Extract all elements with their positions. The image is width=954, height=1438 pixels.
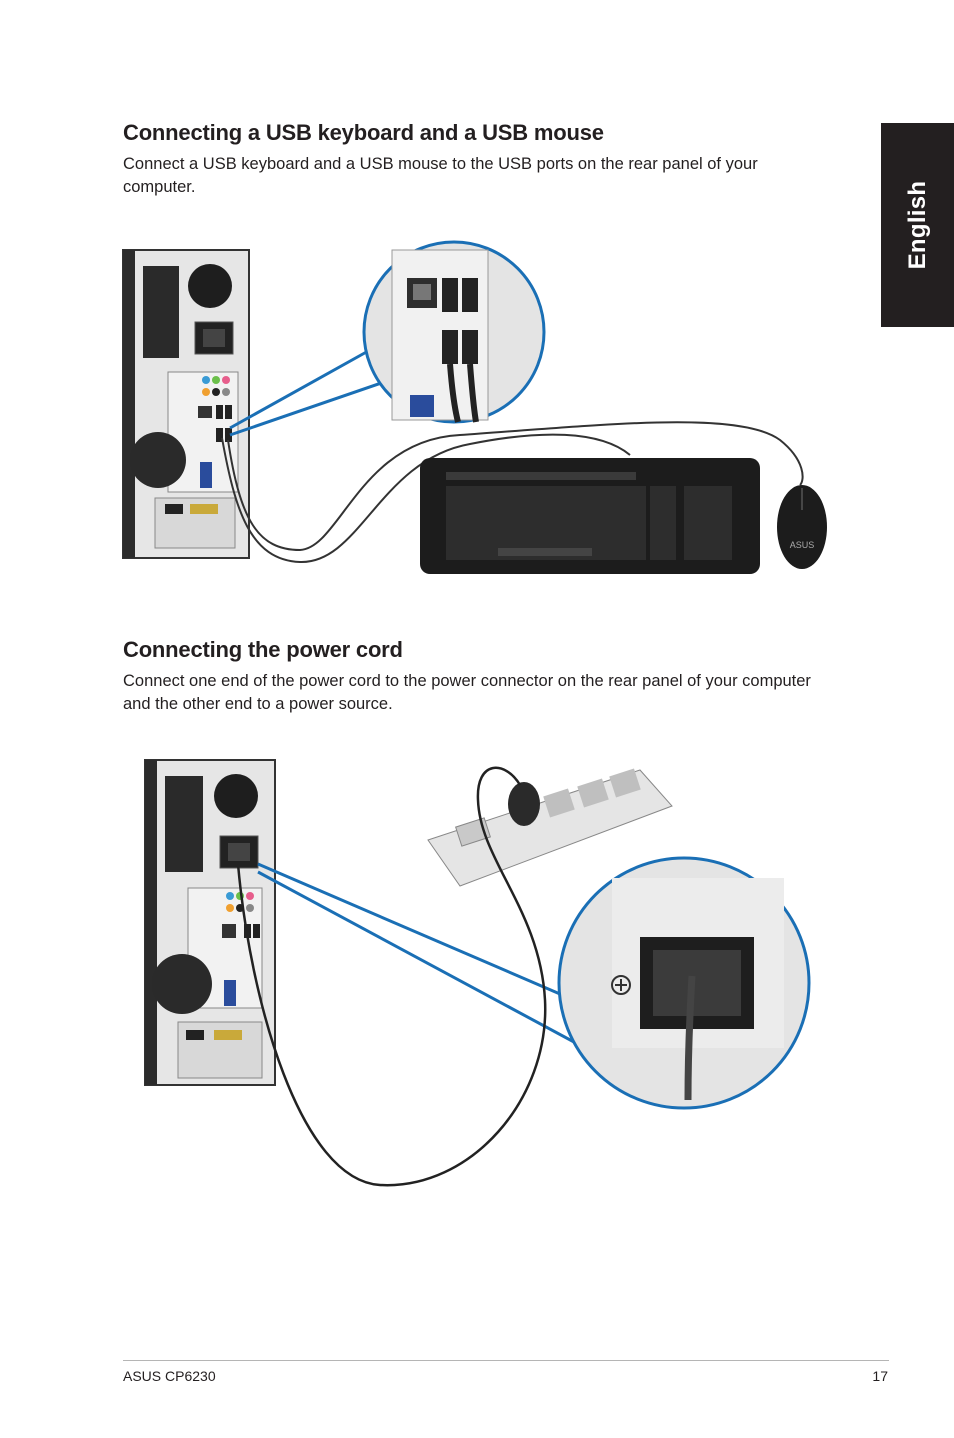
callout-line <box>229 348 371 430</box>
usb-keyboard <box>420 458 760 574</box>
section-body-usb: Connect a USB keyboard and a USB mouse t… <box>123 155 758 196</box>
callout-line <box>257 870 601 1058</box>
callout-line <box>257 862 561 996</box>
keyboard-cable <box>221 433 631 564</box>
section-body-power: Connect one end of the power cord to the… <box>123 672 811 713</box>
usb-mouse: ASUS <box>777 485 827 569</box>
section-title-usb: Connecting a USB keyboard and a USB mous… <box>123 120 604 145</box>
mouse-cable <box>227 421 804 552</box>
power-cord <box>236 766 547 1187</box>
usb-ports-zoom <box>362 240 546 424</box>
footer-divider <box>123 1360 889 1361</box>
usb-connection-figure: ASUS <box>122 240 827 574</box>
computer-rear-panel <box>144 759 276 1086</box>
power-strip <box>427 768 673 887</box>
computer-rear-panel <box>122 249 250 559</box>
mouse-brand-label: ASUS <box>790 540 815 550</box>
callout-line <box>229 378 391 437</box>
power-connection-figure <box>144 759 811 1187</box>
language-tab: English <box>881 123 954 327</box>
footer-product-name: ASUS CP6230 <box>123 1368 216 1384</box>
section-title-power: Connecting the power cord <box>123 637 403 662</box>
power-connector-zoom <box>557 856 811 1110</box>
footer-page-number: 17 <box>872 1368 888 1384</box>
